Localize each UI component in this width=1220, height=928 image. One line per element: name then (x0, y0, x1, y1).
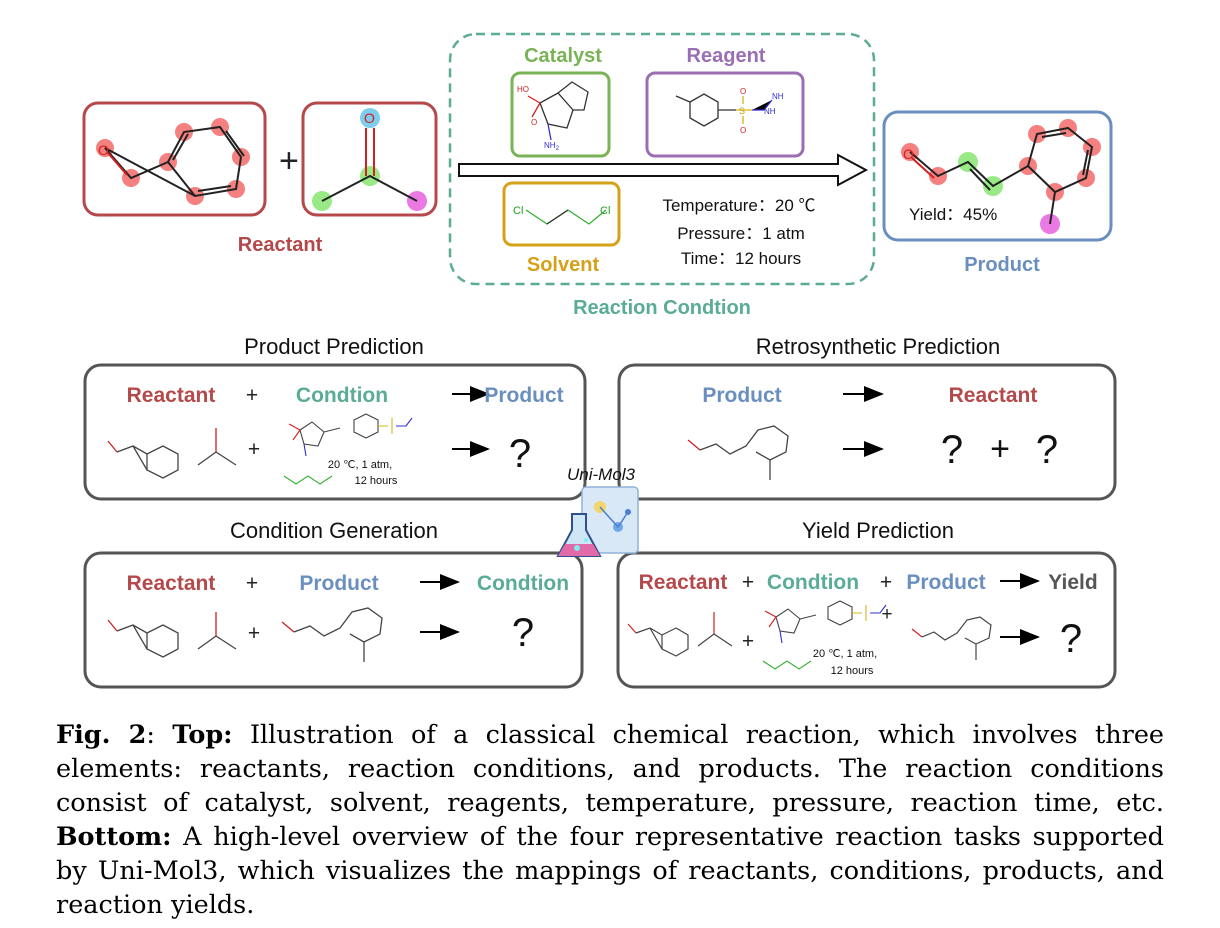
plus: + (248, 622, 260, 645)
retrosynthetic-prediction-title: Retrosynthetic Prediction (756, 334, 1001, 359)
caption-bottom-label: Bottom: (56, 822, 172, 852)
reactant-label: Reactant (949, 384, 1038, 407)
condition-molecules-small (283, 413, 413, 485)
plus: + (990, 430, 1010, 468)
question-mark-1: ? (941, 428, 963, 472)
oxygen-atom: O (364, 110, 375, 126)
product-prediction-panel: Reactant + Condtion Product + 20 ℃, 1 at… (83, 363, 587, 501)
plus: + (742, 630, 754, 653)
reactant-label: Reactant (127, 384, 216, 407)
yield-text: Yield：45% (909, 205, 997, 224)
catalyst-box: HO O NH2 (510, 71, 611, 158)
oxygen-atom: O (903, 146, 914, 162)
nh-atom: NH (764, 107, 776, 116)
caption-bottom-text: A high-level overview of the four repres… (56, 822, 1164, 920)
benzaldehyde-structure: O (96, 118, 250, 205)
condition-label: Condtion (296, 384, 388, 407)
retrosynthetic-prediction-panel: Product Reactant ? + ? (617, 363, 1117, 501)
condition-line-2: 12 hours (355, 475, 398, 487)
question-mark: ? (1060, 617, 1082, 661)
condition-dashed-box (448, 32, 876, 286)
product-label: Product (906, 571, 985, 594)
acetone-small (197, 428, 237, 466)
o-atom: O (531, 118, 537, 127)
reactant-label: Reactant (238, 234, 323, 256)
reaction-figure: O + O Reactant Reaction Condtion Catalys… (82, 32, 1117, 689)
figure-caption: Fig. 2: Top: Illustration of a classical… (56, 718, 1164, 922)
acetone-small (697, 612, 733, 647)
product-molecule-small (687, 425, 789, 480)
time-text: Time：12 hours (681, 249, 801, 268)
plus: + (246, 384, 258, 407)
uni-mol3-logo: Uni-Mol3 (556, 465, 639, 557)
reactant-1-box: O (82, 101, 267, 217)
reactant-label: Reactant (639, 571, 728, 594)
product-label: Product (964, 254, 1040, 276)
condition-label: Condtion (477, 572, 569, 595)
product-molecule-small (911, 616, 992, 660)
condition-molecules-small (762, 600, 887, 670)
question-mark: ? (512, 611, 534, 655)
plus: + (248, 438, 260, 461)
product-molecule-small (281, 607, 383, 662)
plus: + (880, 571, 892, 594)
reagent-label: Reagent (687, 45, 766, 67)
temperature-text: Temperature：20 ℃ (662, 196, 815, 215)
reactant-label: Reactant (127, 572, 216, 595)
caption-top-label: Top: (172, 720, 233, 750)
condition-label: Condtion (767, 571, 859, 594)
ho-atom: HO (517, 85, 529, 94)
figure-number: Fig. 2 (56, 720, 147, 750)
acetone-small (197, 612, 237, 650)
condition-generation-panel: Reactant + Product Condtion + ? (83, 551, 584, 689)
question-mark-2: ? (1036, 428, 1058, 472)
o-atom: O (740, 87, 746, 96)
plus: + (246, 572, 258, 595)
reagent-box: S O O NH NH (645, 71, 805, 158)
solvent-label: Solvent (527, 254, 600, 276)
caption-top-text: Illustration of a classical chemical rea… (56, 720, 1165, 818)
yield-prediction-title: Yield Prediction (802, 518, 954, 543)
benzaldehyde-small (107, 619, 179, 658)
reaction-arrow (458, 153, 869, 187)
condition-line-1: 20 ℃, 1 atm, (328, 459, 392, 471)
yield-prediction-panel: Reactant + Condtion + Product Yield + 20… (616, 551, 1117, 689)
reactant-2-box: O (301, 101, 438, 217)
cl-atom: Cl (600, 205, 610, 217)
oxygen-atom: O (98, 142, 109, 158)
condition-generation-title: Condition Generation (230, 518, 438, 543)
caption-colon: : (146, 720, 173, 750)
product-box: O Yield：45% (882, 110, 1113, 242)
plus: + (742, 571, 754, 594)
plus-top: + (279, 142, 299, 180)
o-atom: O (740, 126, 746, 135)
solvent-box: Cl Cl (502, 181, 621, 247)
yield-label: Yield (1048, 571, 1097, 594)
cl-atom: Cl (513, 205, 523, 217)
pressure-text: Pressure：1 atm (677, 224, 805, 243)
condition-line-2: 12 hours (831, 665, 874, 677)
benzaldehyde-small (627, 623, 689, 657)
condition-line-1: 20 ℃, 1 atm, (813, 648, 877, 660)
nh2-atom: NH (772, 92, 784, 101)
condition-label: Reaction Condtion (573, 297, 751, 319)
question-mark: ? (509, 432, 531, 476)
benzaldehyde-small (107, 440, 179, 479)
product-label: Product (702, 384, 781, 407)
product-label: Product (299, 572, 378, 595)
plus: + (881, 604, 892, 625)
acetone-structure: O (312, 108, 427, 211)
nh2-atom: NH2 (544, 141, 560, 152)
product-prediction-title: Product Prediction (244, 334, 424, 359)
catalyst-label: Catalyst (524, 45, 602, 67)
sulfur-atom: S (739, 106, 745, 116)
product-label: Product (484, 384, 563, 407)
logo-text: Uni-Mol3 (567, 465, 636, 484)
